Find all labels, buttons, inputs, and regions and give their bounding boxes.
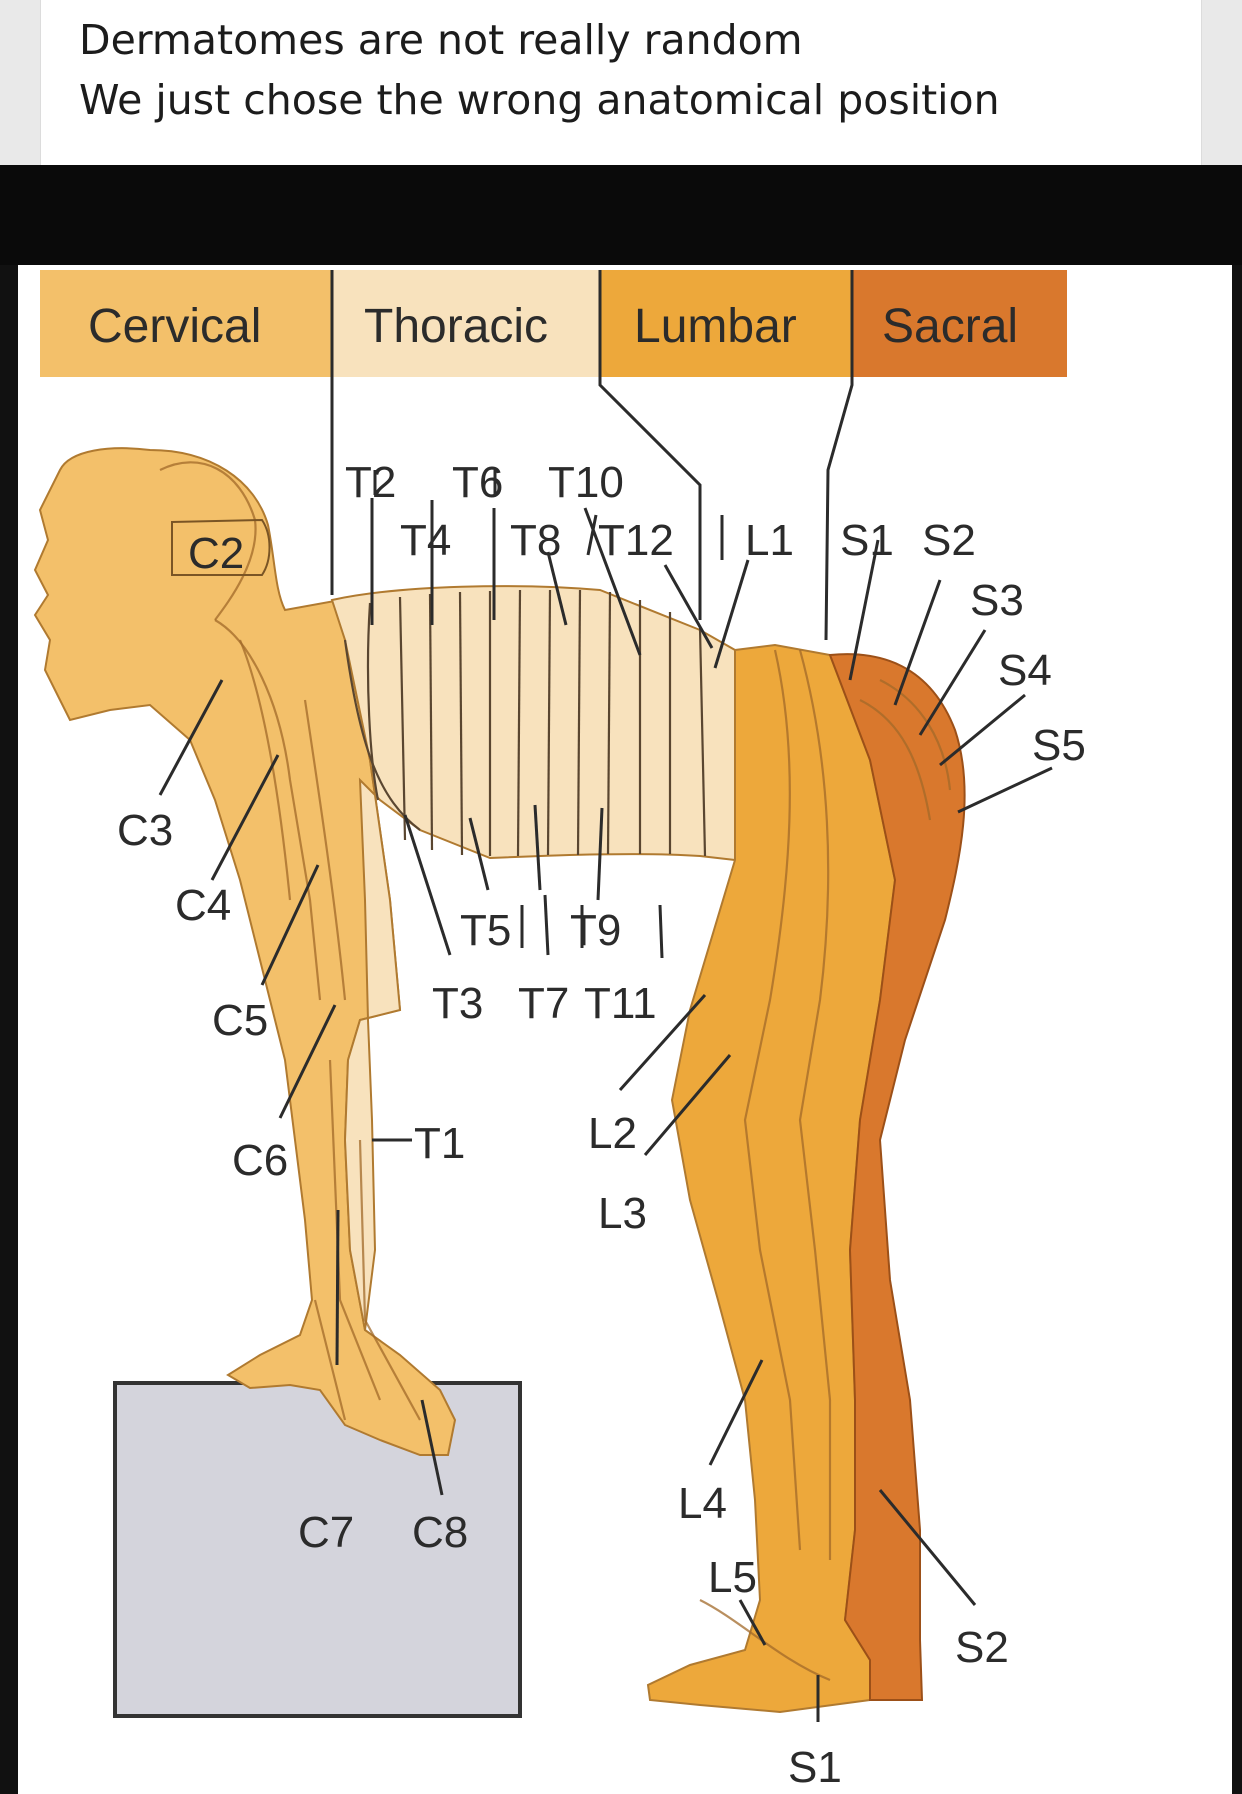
- region-divider-lines: [330, 270, 854, 641]
- label-t4: T4: [400, 516, 451, 565]
- thoracic-region-block: [332, 270, 600, 377]
- label-c2: C2: [188, 529, 244, 578]
- image-top-border: [0, 165, 1242, 265]
- leg-bands: [699, 649, 952, 1682]
- t12-l1-bracket: [586, 514, 724, 560]
- c2-outline: [171, 518, 271, 576]
- label-l5: L5: [708, 1553, 757, 1602]
- post-header: Dermatomes are not really random We just…: [40, 0, 1202, 165]
- region-header: Cervical Thoracic Lumbar Sacral: [40, 270, 1067, 377]
- thoracic-bands: [343, 589, 707, 857]
- cervical-region-block: [40, 270, 332, 377]
- label-t9: T9: [570, 906, 621, 955]
- sacral-label: Sacral: [882, 300, 1018, 353]
- thoracic-label: Thoracic: [364, 300, 548, 353]
- label-t8: T8: [510, 516, 561, 565]
- label-t3: T3: [432, 979, 483, 1028]
- label-c8: C8: [412, 1508, 468, 1557]
- t5-t9-bracket: [520, 905, 584, 948]
- label-t10: T10: [548, 458, 624, 507]
- image-right-border: [1232, 265, 1242, 1794]
- t-bracket-ticks: [373, 470, 497, 495]
- label-s4: S4: [998, 646, 1052, 695]
- label-s2-leg: S2: [955, 1623, 1009, 1672]
- label-t7: T7: [518, 979, 569, 1028]
- label-leader-lines: [158, 498, 1053, 1722]
- label-t11: T11: [584, 979, 657, 1028]
- label-s1-top: S1: [840, 516, 894, 565]
- cervical-bands: [159, 461, 421, 1421]
- lumbar-region-block: [600, 270, 852, 377]
- label-l2: L2: [588, 1109, 637, 1158]
- label-s3: S3: [970, 576, 1024, 625]
- label-c4: C4: [175, 881, 231, 930]
- image-left-border: [0, 265, 18, 1794]
- label-c3: C3: [117, 806, 173, 855]
- label-l3: L3: [598, 1189, 647, 1238]
- label-s1-foot: S1: [788, 1743, 842, 1792]
- sacral-region-block: [852, 270, 1067, 377]
- label-c6: C6: [232, 1136, 288, 1185]
- post-caption-line-1: Dermatomes are not really random: [79, 16, 803, 64]
- lumbar-sacral-divider: [824, 270, 854, 641]
- label-l4: L4: [678, 1479, 727, 1528]
- label-t1: T1: [414, 1119, 465, 1168]
- label-t5: T5: [460, 906, 511, 955]
- label-s2-top: S2: [922, 516, 976, 565]
- post-caption-line-2: We just chose the wrong anatomical posit…: [79, 76, 1000, 124]
- dermatome-labels: C2 C3 C4 C5 C6 C7 C8 T1 T2 T3 T4 T5 T6 T…: [117, 458, 1086, 1792]
- label-t2: T2: [345, 458, 396, 507]
- lumbar-label: Lumbar: [634, 300, 797, 353]
- label-t12: T12: [598, 516, 674, 565]
- label-s5: S5: [1032, 721, 1086, 770]
- cervical-label: Cervical: [88, 300, 261, 353]
- label-c7: C7: [298, 1508, 354, 1557]
- thoracic-trunk-shape: [330, 585, 736, 1331]
- label-l1: L1: [745, 516, 794, 565]
- thoracic-lumbar-divider: [598, 270, 702, 620]
- label-c5: C5: [212, 996, 268, 1045]
